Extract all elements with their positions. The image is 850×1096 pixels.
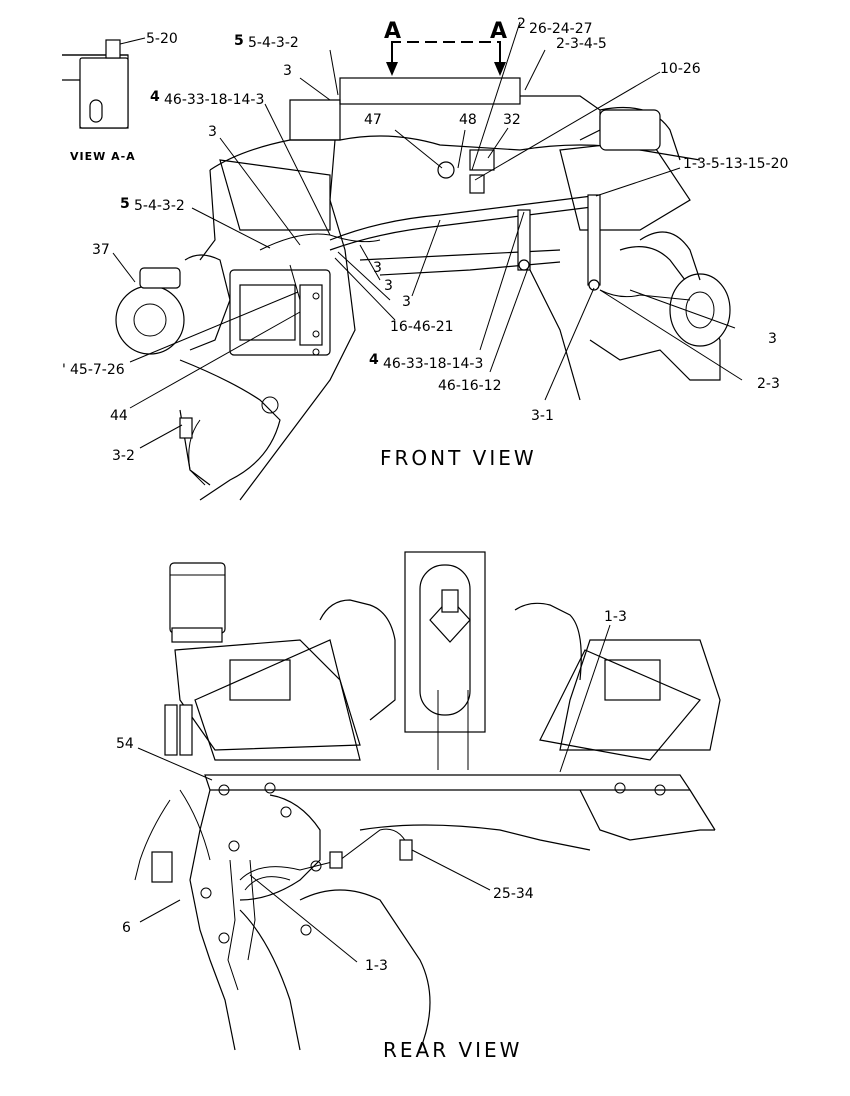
callout-label: 3 xyxy=(373,260,382,276)
rear-view-callouts: 1-3 54 25-34 6 1-3 REAR VIEW xyxy=(116,609,627,1062)
arrow-down-icon xyxy=(494,62,506,76)
callout-label: 46-33-18-14-3 xyxy=(383,356,483,372)
view-aa-title: VIEW A-A xyxy=(70,150,136,163)
front-view-title: FRONT VIEW xyxy=(380,446,537,470)
callout-label: 5-4-3-2 xyxy=(248,35,299,51)
rear-view-leaders xyxy=(137,624,611,963)
front-view-leaders xyxy=(112,21,743,449)
callout-label: 37 xyxy=(92,242,110,258)
callout-label: 2-3-4-5 xyxy=(556,36,607,52)
callout-label: 6 xyxy=(122,920,131,936)
callout-label: 10-26 xyxy=(660,61,701,77)
arrow-down-icon xyxy=(386,62,398,76)
callout-label: 1-3 xyxy=(604,609,627,625)
section-mark-aa: A A xyxy=(384,19,507,76)
section-letter-left: A xyxy=(384,19,401,44)
callout-label: 3-2 xyxy=(112,448,135,464)
callout-label: 46-33-18-14-3 xyxy=(164,92,264,108)
callout-label: 47 xyxy=(364,112,382,128)
callout-label: 3 xyxy=(283,63,292,79)
callout-label: 3 xyxy=(384,278,393,294)
view-aa-callout: 5-20 xyxy=(146,31,178,47)
callout-label: 1-3 xyxy=(365,958,388,974)
callout-label: 32 xyxy=(503,112,521,128)
callout-prefix: 4 xyxy=(150,89,160,105)
callout-label: 16-46-21 xyxy=(390,319,454,335)
callout-label: 3-1 xyxy=(531,408,554,424)
callout-label: 3 xyxy=(768,331,777,347)
view-aa-inset: 5-20 VIEW A-A xyxy=(62,31,178,163)
front-view-callouts: 5 5-4-3-2 26-24-27 2 2-3-4-5 3 4 46-33-1… xyxy=(62,16,788,470)
rear-view-title: REAR VIEW xyxy=(383,1038,522,1062)
front-view-drawing xyxy=(115,77,731,501)
callout-label: 26-24-27 xyxy=(529,21,593,37)
callout-label: 2-3 xyxy=(757,376,780,392)
callout-label: 25-34 xyxy=(493,886,534,902)
callout-label: 44 xyxy=(110,408,128,424)
callout-label: 3 xyxy=(208,124,217,140)
callout-prefix: 5 xyxy=(234,33,244,49)
callout-label: 54 xyxy=(116,736,134,752)
callout-label: 3 xyxy=(402,294,411,310)
section-letter-right: A xyxy=(490,19,507,44)
callout-label: 45-7-26 xyxy=(70,362,125,378)
callout-prefix: 5 xyxy=(120,196,130,212)
callout-label: 5-4-3-2 xyxy=(134,198,185,214)
callout-label: 46-16-12 xyxy=(438,378,502,394)
callout-prefix: ' xyxy=(62,362,66,378)
callout-label: 48 xyxy=(459,112,477,128)
rear-view-drawing xyxy=(134,551,721,1051)
callout-prefix: 4 xyxy=(369,352,379,368)
callout-label: 1-3-5-13-15-20 xyxy=(683,156,788,172)
callout-label: 2 xyxy=(517,16,526,32)
